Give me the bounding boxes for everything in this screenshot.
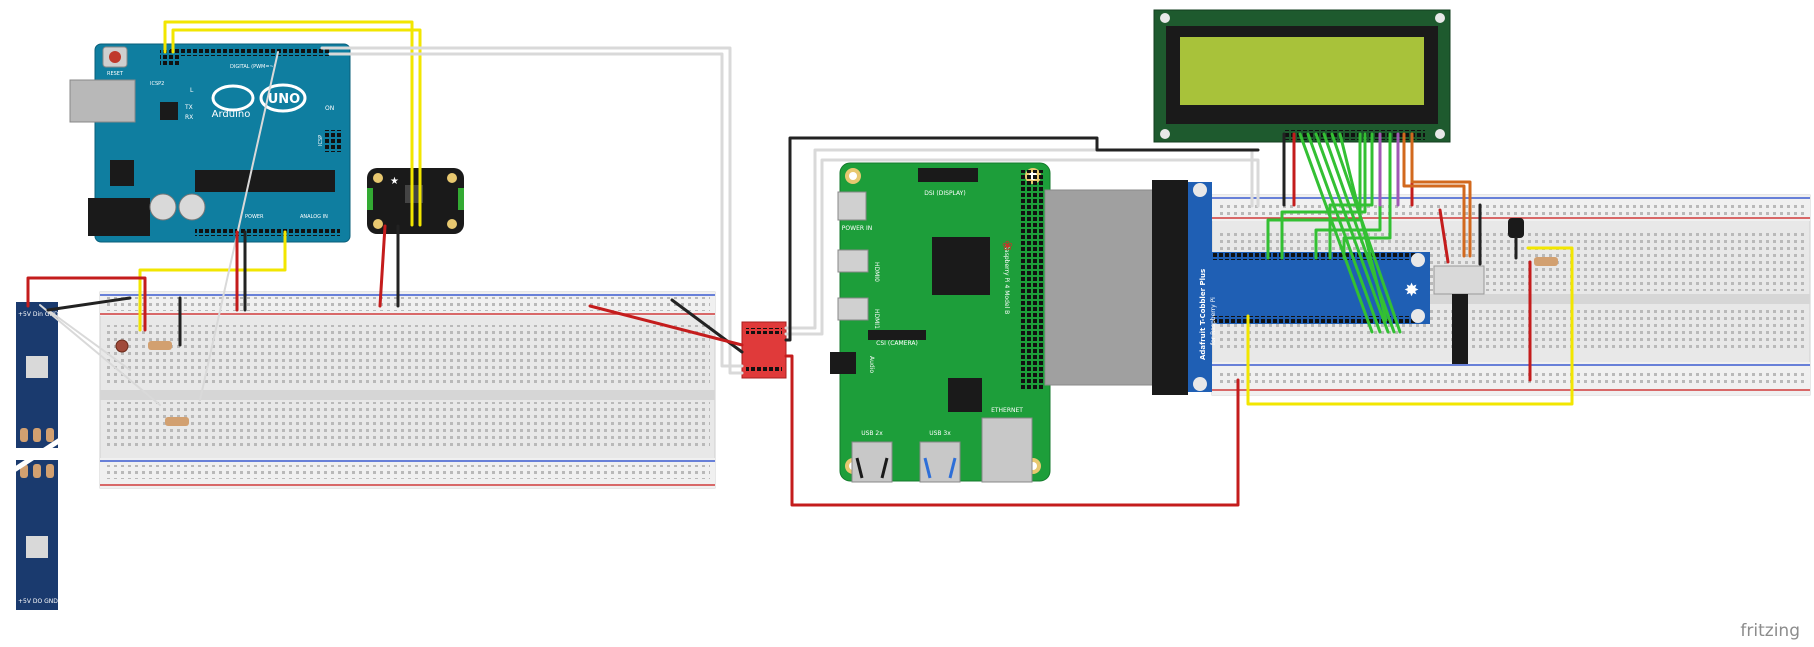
dsi-display-label: DSI (DISPLAY) <box>924 190 965 197</box>
tx-label: TX <box>184 104 193 111</box>
wire-red-pi <box>784 354 1240 507</box>
wire-white-5 <box>47 309 131 371</box>
wire-yellow-scl <box>171 28 422 227</box>
fritzing-watermark: fritzing <box>1740 621 1800 641</box>
led-strip-bottom-label: +5V DO GND <box>18 598 58 605</box>
star-icon: ★ <box>390 176 399 187</box>
temperature-sensor <box>1508 218 1524 238</box>
digital-pwm-label: DIGITAL (PWM=~) <box>230 64 276 70</box>
rx-label: RX <box>185 114 193 121</box>
wire-white-3 <box>199 51 279 401</box>
ribbon-cable <box>1044 180 1188 395</box>
cobbler-subtitle: for Raspberry Pi <box>1210 297 1217 345</box>
arduino-logo-text: Arduino <box>212 109 251 120</box>
wire-red-shifter <box>588 304 744 347</box>
resistor-2 <box>165 417 189 426</box>
breadboard-left <box>99 291 716 489</box>
l-led-label: L <box>190 87 194 94</box>
reset-label: RESET <box>107 71 124 77</box>
power-label: POWER <box>245 214 264 220</box>
sensor-breakout-board: ★ <box>367 168 464 234</box>
wire-white-2 <box>328 52 744 368</box>
hdmi0-label: HDMI0 <box>873 262 880 282</box>
audio-label: Audio <box>868 356 875 373</box>
raspberry-pi-board: DSI (DISPLAY) POWER IN HDMI0 HDMI1 CSI (… <box>830 162 1051 483</box>
ethernet-label: ETHERNET <box>991 407 1023 414</box>
resistor-1 <box>148 341 172 350</box>
wires <box>26 20 1574 507</box>
led-strip-top-label: +5V Din GND <box>18 311 59 318</box>
wire-black-led <box>46 296 132 312</box>
lcd-display <box>1153 9 1451 143</box>
usb3-label: USB 3x <box>929 430 951 437</box>
icsp-label: ICSP <box>318 135 324 146</box>
icsp2-label: ICSP2 <box>150 81 164 87</box>
photoresistor <box>115 339 129 353</box>
hdmi1-label: HDMI1 <box>873 309 880 329</box>
power-in-label: POWER IN <box>842 225 872 232</box>
wire-yellow-temp <box>1246 246 1574 406</box>
wire-red-led <box>26 276 147 332</box>
wire-white-1 <box>320 46 744 375</box>
adafruit-star-icon: ✸ <box>1404 280 1419 301</box>
raspberry-logo-icon: ❀ <box>1002 239 1013 254</box>
arduino-uno-board: UNO Arduino RESET ICSP2 ICSP DIGITAL (PW… <box>69 43 351 243</box>
led-strip: +5V Din GND +5V DO GND <box>12 302 62 610</box>
on-led-label: ON <box>325 105 334 112</box>
arduino-model-label: UNO <box>268 92 301 107</box>
analog-in-label: ANALOG IN <box>300 214 328 220</box>
wire-yellow-sda <box>163 20 414 227</box>
usb2-label: USB 2x <box>861 430 883 437</box>
wire-white-6 <box>784 148 1254 330</box>
potentiometer <box>1433 265 1485 364</box>
wire-white-4 <box>39 304 161 406</box>
wire-black-pi <box>784 136 1260 342</box>
logic-level-shifter <box>741 321 787 379</box>
wire-red-sensor <box>378 224 387 308</box>
wire-white-7 <box>784 158 1260 336</box>
resistor-3 <box>1534 257 1558 266</box>
csi-camera-label: CSI (CAMERA) <box>876 340 918 347</box>
wire-yellow-analog <box>138 230 287 332</box>
pi-model-label: Raspberry Pi 4 Model B <box>1003 245 1010 314</box>
cobbler-title: Adafruit T-Cobbler Plus <box>1199 269 1207 360</box>
wire-red-pot <box>1438 208 1450 264</box>
